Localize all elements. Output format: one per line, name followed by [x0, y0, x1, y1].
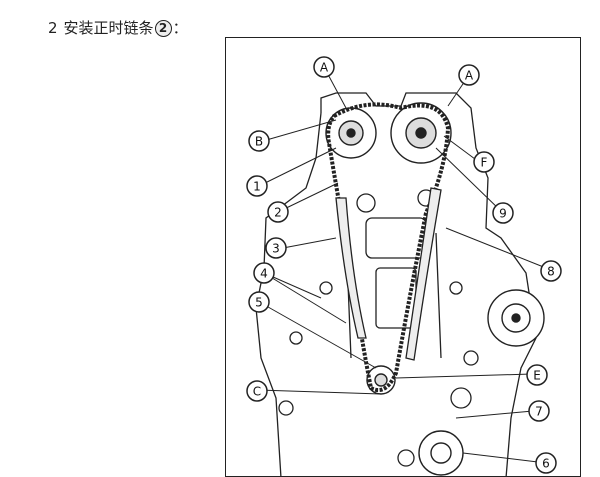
part-reference-badge: 2: [154, 19, 172, 37]
svg-text:E: E: [533, 369, 541, 383]
engine-drawing: A A B F 1 2 9 3: [246, 56, 562, 476]
instruction-colon: ：: [172, 19, 188, 37]
svg-text:2: 2: [274, 206, 282, 220]
svg-text:9: 9: [499, 207, 507, 221]
oil-pump-sprocket: [418, 430, 464, 476]
instruction-text: 安装正时链条: [63, 19, 154, 37]
svg-text:5: 5: [255, 296, 263, 310]
svg-text:1: 1: [253, 180, 261, 194]
callout-3: 3: [265, 237, 287, 259]
callout-9: 9: [492, 202, 514, 224]
callout-6: 6: [535, 452, 557, 474]
callout-7: 7: [528, 400, 550, 422]
engine-outline-right: [320, 92, 537, 476]
step-number: 2: [48, 19, 58, 37]
callout-a-left: A: [313, 56, 335, 78]
callout-e: E: [526, 364, 548, 386]
svg-text:B: B: [255, 135, 263, 149]
engine-outline-left: [255, 112, 322, 476]
callout-8: 8: [540, 260, 562, 282]
callout-5: 5: [248, 291, 270, 313]
svg-text:C: C: [253, 385, 261, 399]
water-pump-pulley: [487, 289, 545, 347]
callout-4: 4: [253, 262, 275, 284]
timing-chain-diagram: A A B F 1 2 9 3: [225, 37, 581, 477]
svg-text:7: 7: [535, 405, 543, 419]
callout-2: 2: [267, 201, 289, 223]
svg-text:3: 3: [272, 242, 280, 256]
svg-text:A: A: [465, 69, 474, 83]
instruction-line: 2 安装正时链条 2 ：: [48, 18, 188, 38]
callout-1: 1: [246, 175, 268, 197]
svg-text:A: A: [320, 61, 329, 75]
right-cam-sprocket: [390, 102, 452, 164]
callout-b: B: [248, 130, 270, 152]
timing-chain: [326, 102, 451, 393]
svg-text:8: 8: [547, 265, 555, 279]
left-cam-sprocket: [325, 107, 377, 159]
chain-guide-right: [405, 187, 442, 361]
callout-f: F: [473, 151, 495, 173]
chain-guide-left: [335, 197, 367, 339]
svg-text:6: 6: [542, 457, 550, 471]
svg-text:4: 4: [260, 267, 268, 281]
callout-a-right: A: [458, 64, 480, 86]
svg-text:F: F: [481, 156, 488, 170]
callout-c: C: [246, 380, 268, 402]
